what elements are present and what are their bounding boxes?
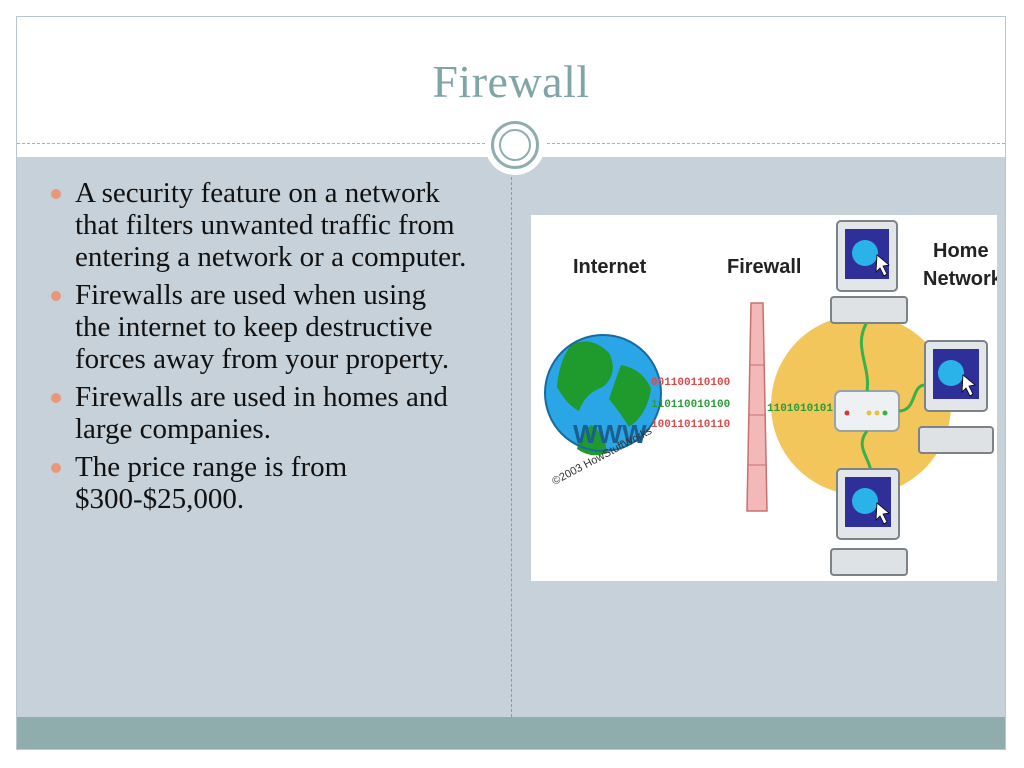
column-divider xyxy=(511,177,512,717)
globe-icon: WWW xyxy=(544,334,662,456)
footer-bar xyxy=(17,717,1005,749)
slide: Firewall A security feature on a network… xyxy=(16,16,1006,750)
computer-top-icon xyxy=(830,220,908,324)
cable-top xyxy=(859,318,871,392)
bits-stream-top: 001100110100 xyxy=(651,377,730,389)
home-label-line2: Network xyxy=(923,268,997,290)
ornament-inner-ring-icon xyxy=(499,129,531,161)
bullet-text: A security feature on a network that fil… xyxy=(75,177,467,273)
home-label-line1: Home xyxy=(933,240,989,262)
computer-right-icon xyxy=(918,340,994,454)
bullet-dot-icon xyxy=(51,189,61,199)
bullet-text: Firewalls are used in homes and large co… xyxy=(75,381,448,445)
bullet-text: Firewalls are used when using the intern… xyxy=(75,279,450,375)
internet-label: Internet xyxy=(573,256,647,278)
cable-right xyxy=(898,383,926,413)
firewall-label: Firewall xyxy=(727,256,801,278)
bits-stream-bottom: 100110110110 xyxy=(651,419,730,431)
bullet-dot-icon xyxy=(51,393,61,403)
bullet-item: A security feature on a network that fil… xyxy=(47,177,467,273)
bullet-item: The price range is from $300-$25,000. xyxy=(47,451,467,515)
firewall-diagram-image: Internet Firewall Home Network WWW ©2003… xyxy=(531,215,997,581)
bullet-dot-icon xyxy=(51,463,61,473)
bullet-text: The price range is from $300-$25,000. xyxy=(75,451,348,515)
bullet-item: Firewalls are used when using the intern… xyxy=(47,279,467,375)
bits-stream-mid: 110110010100 xyxy=(651,399,730,411)
slide-title: Firewall xyxy=(432,56,590,107)
bullet-item: Firewalls are used in homes and large co… xyxy=(47,381,467,445)
router-icon xyxy=(834,390,900,432)
firewall-wall-icon xyxy=(746,302,768,512)
bullet-list: A security feature on a network that fil… xyxy=(47,177,467,521)
globe-text: WWW xyxy=(573,419,647,449)
bullet-dot-icon xyxy=(51,291,61,301)
computer-bottom-icon xyxy=(830,468,908,576)
bits-stream-after: 1101010101 xyxy=(767,403,833,415)
